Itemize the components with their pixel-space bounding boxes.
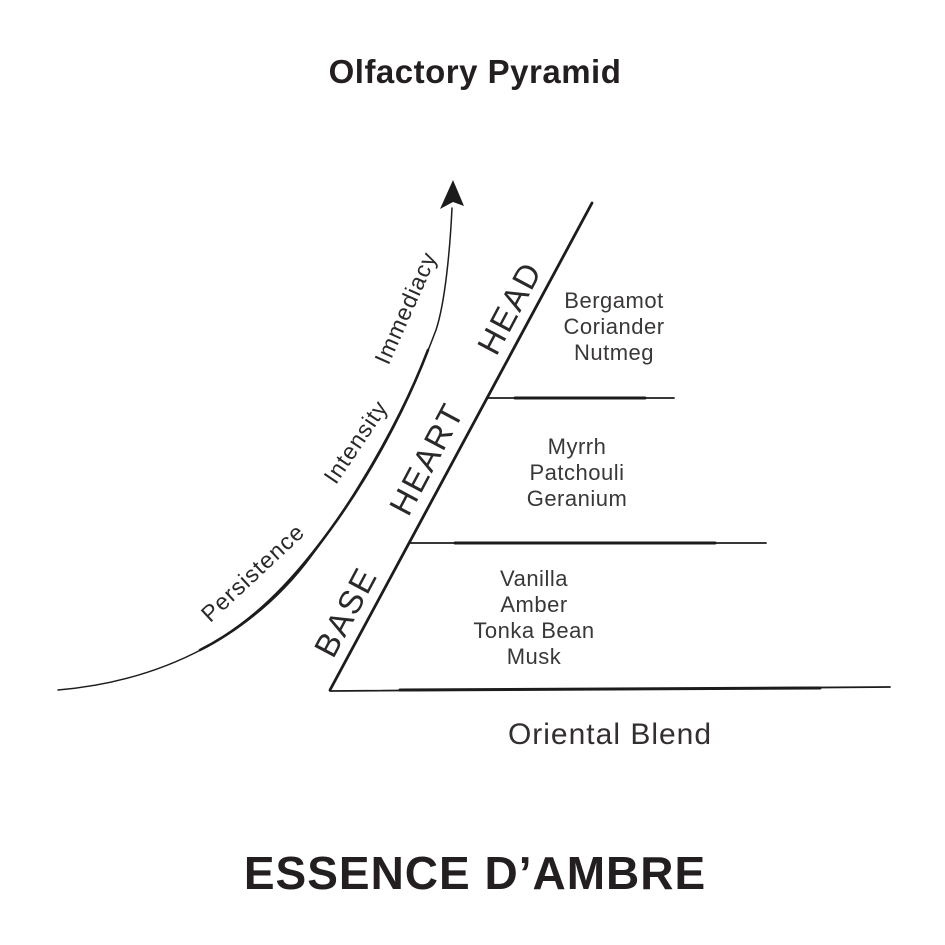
note-line: Amber [500,592,568,617]
ascent-curve [57,207,453,691]
page-title: Olfactory Pyramid [328,53,622,90]
blend-label: Oriental Blend [507,718,713,751]
note-line: Vanilla [500,566,568,591]
pyramid-base-line-emphasis [398,686,822,692]
note-line: Geranium [526,486,628,511]
note-line: Coriander [563,314,665,339]
note-line: Myrrh [547,434,607,459]
arrowhead-icon [440,180,464,209]
note-line: Musk [506,644,562,669]
pyramid-diagonal-edge [328,201,594,692]
ascent-curve-emphasis [198,348,430,652]
note-line: Tonka Bean [473,618,595,643]
head-notes: Bergamot Coriander Nutmeg [563,288,664,366]
heart-notes: Myrrh Patchouli Geranium [527,434,628,512]
base-notes: Vanilla Amber Tonka Bean Musk [473,566,594,670]
note-line: Patchouli [529,460,625,485]
note-line: Nutmeg [573,340,655,365]
note-line: Bergamot [564,288,664,313]
product-name: ESSENCE D’AMBRE [243,847,707,899]
